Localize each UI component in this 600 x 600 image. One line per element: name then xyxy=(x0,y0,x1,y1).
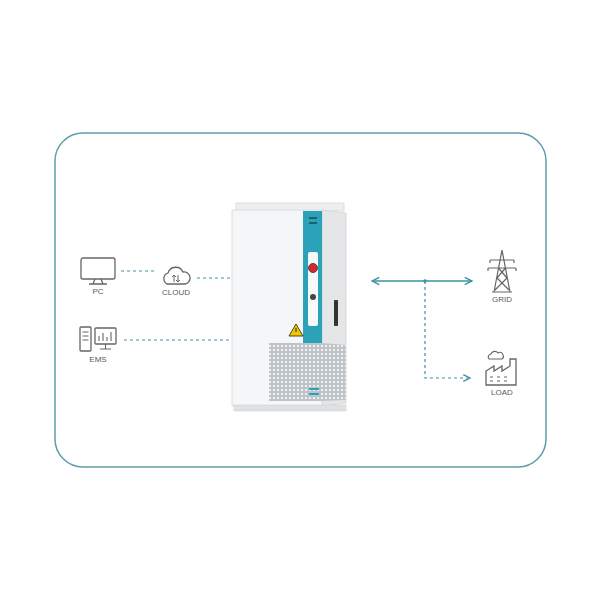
branch-dot xyxy=(423,279,427,283)
icon-node: EMS xyxy=(75,324,121,365)
pc-icon xyxy=(78,256,118,286)
cloud-icon xyxy=(159,265,193,287)
node-label: CLOUD xyxy=(162,288,190,298)
power-arrow xyxy=(372,280,472,281)
node-label: LOAD xyxy=(491,388,513,398)
load-branch xyxy=(425,281,470,378)
dashed-connector xyxy=(121,270,156,271)
icon-node: LOAD xyxy=(481,347,523,398)
grid-icon xyxy=(485,248,519,294)
icon-node: GRID xyxy=(483,248,521,305)
load-icon xyxy=(483,347,521,387)
cabinet xyxy=(232,203,346,411)
node-label: GRID xyxy=(492,295,512,305)
icon-node: CLOUD xyxy=(157,265,195,298)
node-label: EMS xyxy=(89,355,106,365)
ems-icon xyxy=(77,324,119,354)
frame xyxy=(55,133,546,467)
dashed-link xyxy=(197,277,231,278)
node-label: PC xyxy=(92,287,103,297)
dashed-link xyxy=(124,339,231,340)
icon-node: PC xyxy=(76,256,120,297)
